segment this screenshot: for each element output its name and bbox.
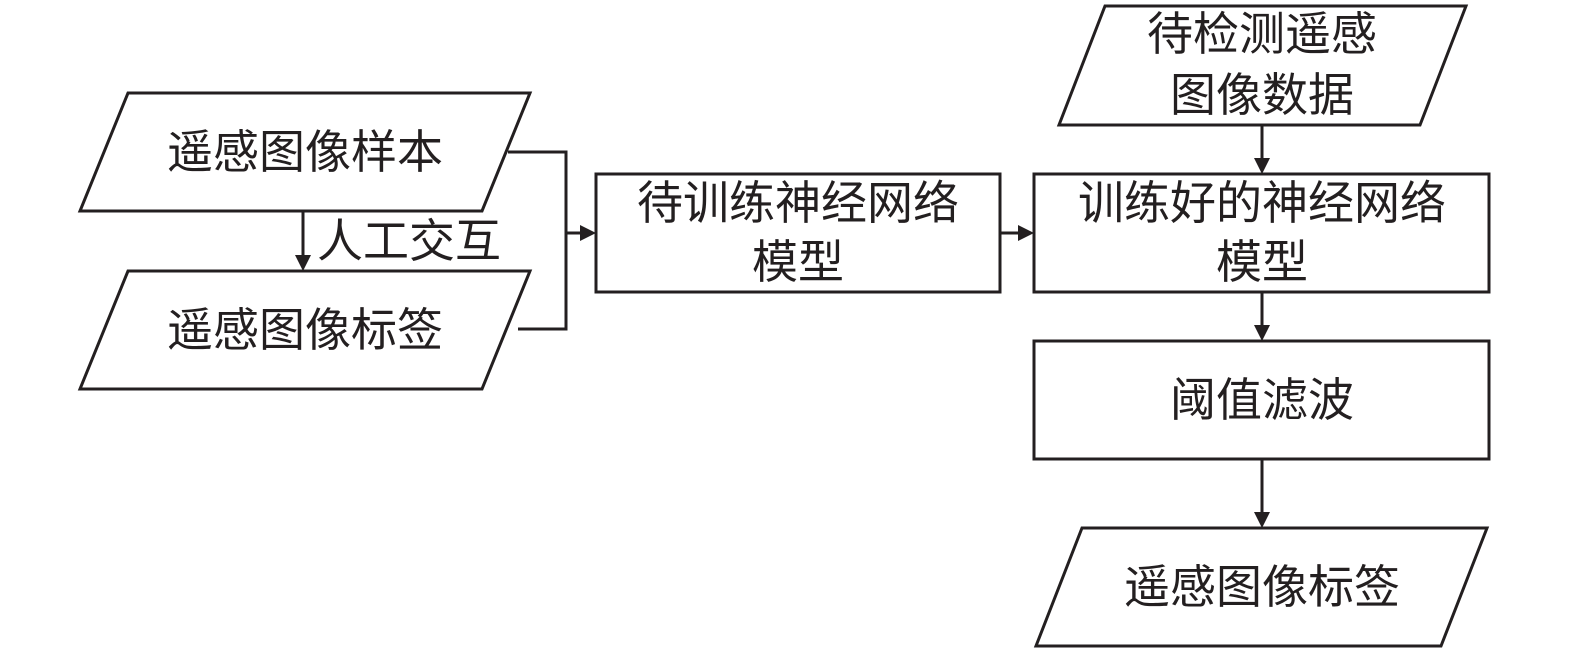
node-sample-images-label: 遥感图像样本: [167, 125, 443, 179]
node-untrained-model-label-line2: 模型: [752, 235, 844, 289]
node-image-labels-input-label: 遥感图像标签: [167, 303, 443, 357]
node-sample-images: 遥感图像样本: [77, 91, 533, 213]
arrowhead-to-trained-model: [1018, 225, 1034, 241]
node-trained-model: 训练好的神经网络 模型: [1032, 172, 1491, 294]
arrowhead-to-untrained-model: [580, 225, 596, 241]
node-threshold-filter: 阈值滤波: [1032, 339, 1491, 461]
arrowhead-to-output-labels: [1254, 512, 1270, 528]
node-detect-data-label-line2: 图像数据: [1170, 68, 1354, 122]
node-image-labels-output-label: 遥感图像标签: [1124, 560, 1400, 614]
node-image-labels-input: 遥感图像标签: [77, 269, 533, 391]
connector-samples-to-bracket: [508, 150, 568, 331]
node-untrained-model: 待训练神经网络 模型: [594, 172, 1002, 294]
arrowhead-to-labels: [295, 255, 311, 271]
node-trained-model-label-line1: 训练好的神经网络: [1078, 176, 1446, 230]
arrowhead-to-threshold: [1254, 325, 1270, 341]
node-image-labels-output: 遥感图像标签: [1033, 526, 1490, 648]
node-trained-model-label-line2: 模型: [1216, 235, 1308, 289]
node-threshold-filter-label: 阈值滤波: [1170, 373, 1354, 427]
node-untrained-model-label-line1: 待训练神经网络: [637, 176, 959, 230]
node-detect-data-label-line1: 待检测遥感: [1147, 7, 1377, 61]
node-detect-data: 待检测遥感 图像数据: [1056, 4, 1469, 127]
arrowhead-to-trained-model-top: [1254, 158, 1270, 174]
edge-label-manual-interaction: 人工交互: [317, 214, 501, 268]
